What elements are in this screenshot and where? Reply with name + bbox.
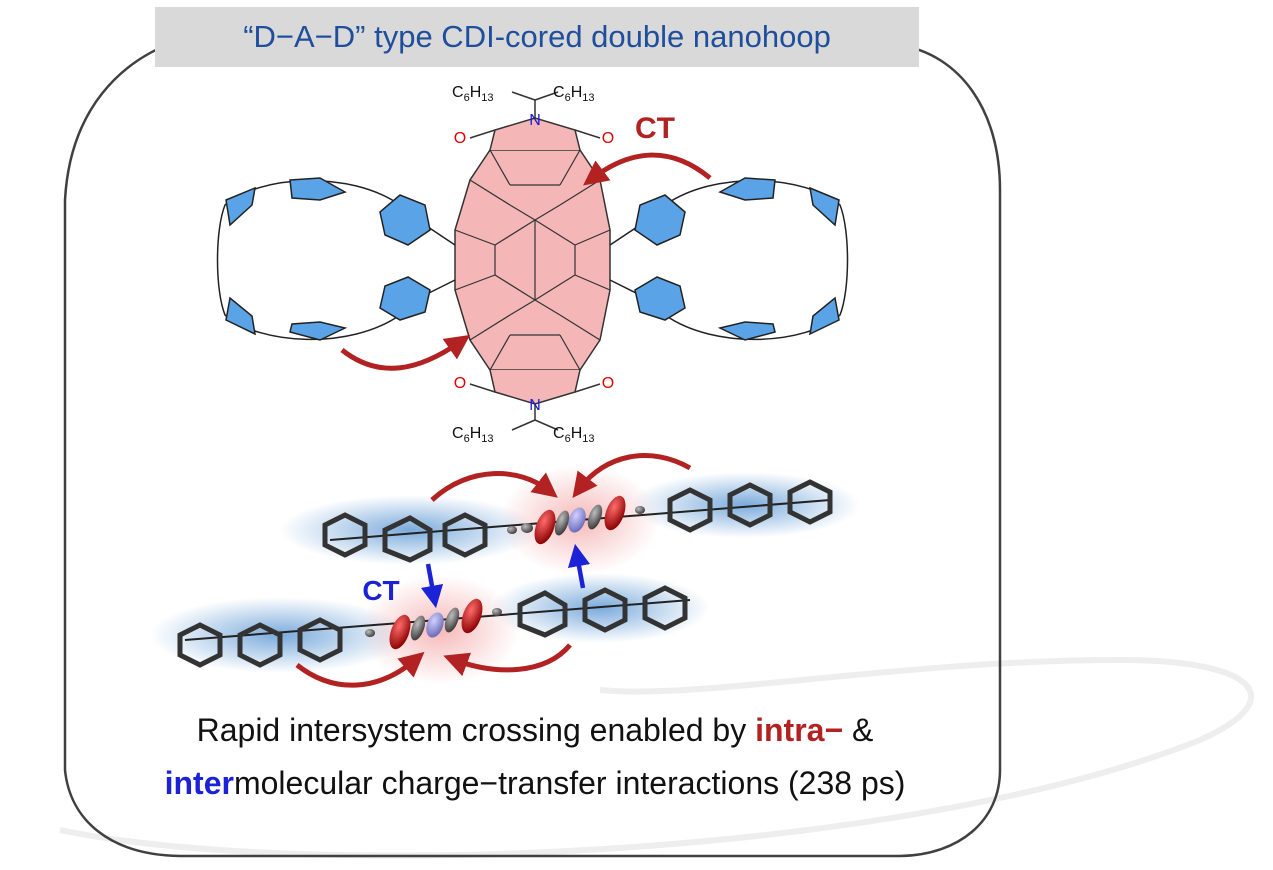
ct-arrow-intra-upper-right [572, 453, 692, 498]
atom [554, 510, 570, 536]
atom [635, 506, 645, 514]
hoop-ring [809, 186, 840, 227]
lower-phenyl-rings [177, 585, 688, 668]
donor-glow [630, 472, 860, 538]
ct-label-bottom: CT [362, 575, 399, 606]
oxygen-label-bl: O [454, 375, 466, 392]
caption-text: molecular charge−transfer interactions (… [233, 765, 906, 801]
oxygen-atom [604, 495, 626, 531]
ct-label-top: CT [635, 112, 675, 145]
atom [492, 608, 502, 616]
carbonyl-bonds [469, 91, 601, 431]
oxygen-atom [389, 614, 411, 650]
ct-arrow-intra-upper-left [430, 471, 558, 502]
oxygen-atom [534, 509, 556, 545]
ct-arrow-top-left [340, 334, 471, 371]
nitrogen-atom [426, 612, 444, 638]
crystal-packing: CT [150, 453, 860, 688]
core-bonds [454, 149, 611, 371]
oxygen-label-br: O [602, 375, 614, 392]
caption-text: Rapid intersystem crossing enabled by [196, 712, 756, 748]
hoop-ring [379, 276, 431, 321]
upper-acceptor-atoms [507, 495, 645, 545]
ct-arrow-top-right [583, 152, 712, 186]
atom [410, 615, 426, 641]
atom [587, 504, 603, 530]
rounded-frame [63, 38, 1002, 858]
donor-glow [280, 495, 540, 565]
nitrogen-label-bottom: N [529, 397, 541, 414]
title-banner: “D−A−D” type CDI-cored double nanohoop [155, 7, 919, 67]
hoop-ring [379, 194, 431, 246]
nitrogen-label-top: N [529, 112, 541, 129]
atom [365, 629, 375, 637]
nitrogen-atom [568, 507, 586, 533]
figure-title: “D−A−D” type CDI-cored double nanohoop [243, 19, 831, 54]
caption-line-2: intermolecular charge−transfer interacti… [70, 765, 1000, 802]
cdi-nanohoop-structure: O O O O N N C6H13 C6H13 C6H13 C6H13 [216, 84, 849, 445]
oxygen-label-tr: O [602, 130, 614, 147]
caption-text: & [843, 712, 874, 748]
hoop-ring [225, 186, 256, 227]
hoop-ring [718, 177, 776, 201]
hoop-ring [289, 177, 347, 201]
ct-arrow-inter-up [567, 543, 591, 589]
lower-acceptor-atoms [365, 598, 502, 650]
ct-arrow-inter-down [420, 563, 444, 609]
hoop-ring [634, 194, 686, 246]
alkyl-label-top-left: C6H13 [452, 84, 494, 104]
hoop-ring [717, 321, 776, 341]
hoop-ring [289, 321, 348, 341]
caption-line-1: Rapid intersystem crossing enabled by in… [70, 712, 1000, 749]
alkyl-label-bottom-right: C6H13 [553, 425, 595, 445]
oxygen-label-tl: O [454, 130, 466, 147]
ct-arrow-intra-lower-right [443, 643, 572, 677]
alkyl-label-top-right: C6H13 [553, 84, 595, 104]
hoop-ring [634, 276, 686, 321]
caption-inter-highlight: inter [164, 765, 234, 801]
hoop-ring [225, 296, 256, 336]
alkyl-label-bottom-left: C6H13 [452, 425, 494, 445]
cdi-core [454, 149, 611, 371]
atom [444, 607, 460, 633]
caption-intra-highlight: intra− [755, 712, 844, 748]
left-nanohoop [216, 177, 431, 341]
oxygen-atom [461, 598, 483, 634]
right-nanohoop [634, 177, 849, 341]
atom [507, 526, 517, 534]
ct-arrow-intra-lower-left [295, 651, 425, 688]
background-swoosh [59, 656, 1254, 859]
upper-phenyl-rings [322, 479, 833, 563]
atom [521, 523, 533, 533]
hoop-ring [809, 296, 840, 336]
